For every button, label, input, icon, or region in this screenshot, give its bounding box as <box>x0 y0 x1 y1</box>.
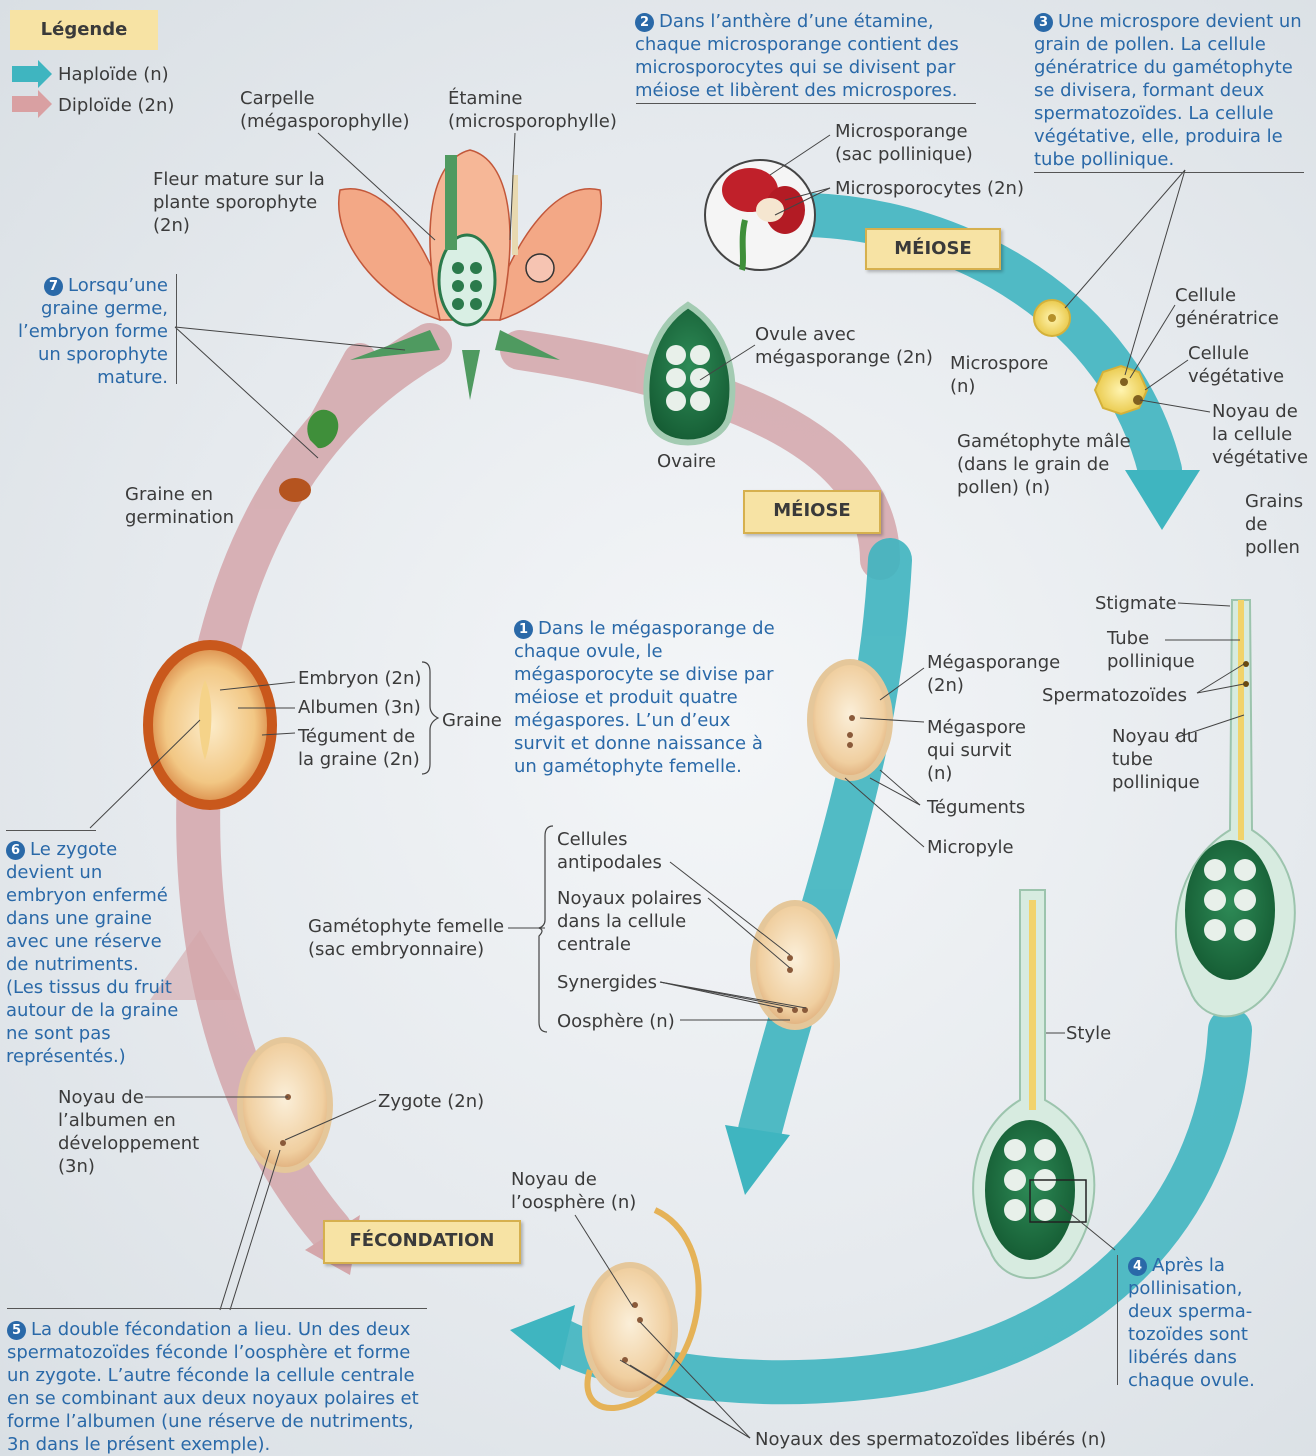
label-cellule-vegetative: Cellule végétative <box>1188 342 1283 388</box>
legend-haploid: Haploïde (n) <box>58 63 169 86</box>
zygote-ovule <box>240 1040 330 1170</box>
label-microsporocytes: Microsporocytes (2n) <box>835 177 1024 200</box>
label-carpelle: Carpelle (mégasporophylle) <box>240 87 420 133</box>
pollen-grain <box>1095 366 1147 414</box>
label-tube-pollinique: Tube pollinique <box>1107 627 1202 673</box>
label-stigmate: Stigmate <box>1095 592 1177 615</box>
label-graine: Graine <box>442 709 502 732</box>
fecondation-box: FÉCONDATION <box>323 1220 521 1264</box>
meiose-box-2: MÉIOSE <box>743 490 881 534</box>
label-ovule: Ovule avec mégasporange (2n) <box>755 323 940 369</box>
label-noyaux-polaires: Noyaux polaires dans la cellule centrale <box>557 887 707 956</box>
pistil-lower <box>973 890 1094 1278</box>
label-microsporange: Microsporange (sac pollinique) <box>835 120 980 166</box>
label-zygote: Zygote (2n) <box>378 1090 484 1113</box>
fertilization-ovule <box>585 1265 675 1395</box>
label-micropyle: Micropyle <box>927 836 1014 859</box>
label-gametophyte-femelle: Gamétophyte femelle (sac embryonnaire) <box>308 915 513 961</box>
label-megasporange: Mégasporange (2n) <box>927 651 1067 697</box>
label-megaspore: Mégaspore qui survit (n) <box>927 716 1037 785</box>
label-noyau-oosphere: Noyau de l’oosphère (n) <box>511 1168 651 1214</box>
germinating-seed <box>279 478 311 502</box>
label-etamine: Étamine (microsporophylle) <box>448 87 623 133</box>
label-noyau-vegetative: Noyau de la cellule végétative <box>1212 400 1310 469</box>
label-microspore: Microspore (n) <box>950 352 1055 398</box>
label-fleur: Fleur mature sur la plante sporophyte (2… <box>153 168 328 237</box>
label-grains-pollen: Grains de pollen <box>1245 490 1310 559</box>
label-cellules-antipodales: Cellules antipodales <box>557 828 672 874</box>
legend-diploid: Diploïde (2n) <box>58 94 174 117</box>
label-cellule-generatrice: Cellule génératrice <box>1175 284 1285 330</box>
label-graine-germination: Graine en germination <box>125 483 245 529</box>
label-teguments: Téguments <box>927 796 1025 819</box>
label-gametophyte-male: Gamétophyte mâle (dans le grain de polle… <box>957 430 1132 499</box>
label-noyaux-sperm: Noyaux des spermatozoïdes libérés (n) <box>755 1428 1106 1451</box>
legend-title: Légende <box>10 10 158 50</box>
label-style: Style <box>1066 1022 1111 1045</box>
label-noyau-albumen: Noyau de l’albumen en développement (3n) <box>58 1086 208 1178</box>
label-ovaire: Ovaire <box>657 450 716 473</box>
meiose-box-1: MÉIOSE <box>865 228 1001 270</box>
label-noyau-tube: Noyau du tube pollinique <box>1112 725 1207 794</box>
label-tegument-graine: Tégument de la graine (2n) <box>298 725 423 771</box>
ovary <box>646 305 732 443</box>
label-oosphere: Oosphère (n) <box>557 1010 675 1033</box>
label-synergides: Synergides <box>557 971 657 994</box>
anther-inset <box>705 160 815 270</box>
label-embryon: Embryon (2n) <box>298 667 421 690</box>
label-albumen: Albumen (3n) <box>298 696 421 719</box>
